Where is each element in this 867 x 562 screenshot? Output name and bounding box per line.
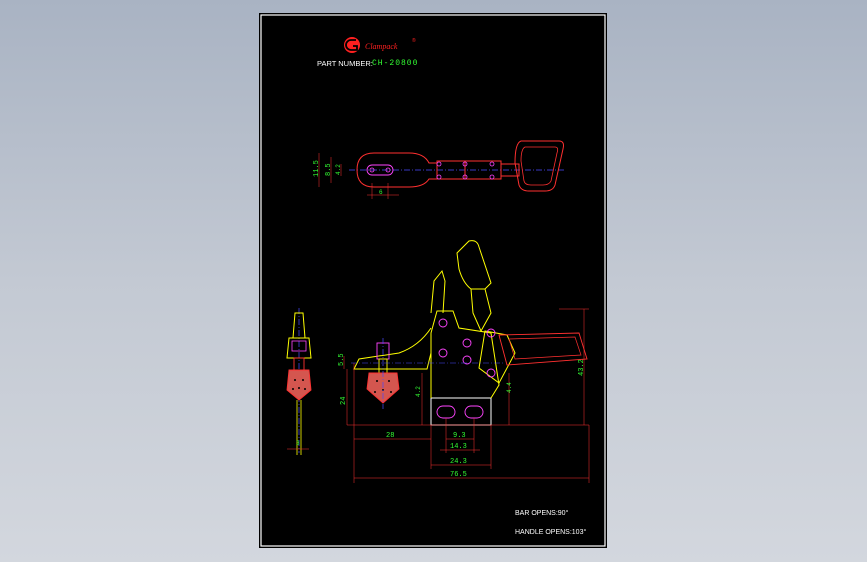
logo-brand-text: Clampack [365,42,398,51]
dim-28: 28 [386,432,394,440]
front-view: 5.5 24 4.2 4.4 43.2 28 9.3 14.3 24.3 76.… [338,240,590,483]
dim-top-slot: 4.2 [335,164,342,175]
dim-14-3: 14.3 [450,443,467,451]
part-number-value: CH-20800 [372,59,418,68]
top-view: 11.5 8.5 4.2 6 [313,140,564,199]
technical-drawing: Clampack ® PART NUMBER: CH-20800 11.5 8.… [260,14,606,547]
dim-top-eye: 8.5 [325,163,333,176]
sheet-frame [260,14,606,547]
dim-total-height: 43.2 [578,359,586,376]
clampack-logo: Clampack ® [344,37,416,53]
dim-base-hole: 4.4 [506,382,513,393]
dim-top-width: 6 [379,189,383,196]
dim-total-length: 76.5 [450,471,467,479]
dim-spindle-height: 24 [340,397,348,405]
logo-reg-mark: ® [412,37,416,44]
note-bar-opens: BAR OPENS:90° [515,509,569,517]
dim-9-3: 9.3 [453,432,466,440]
dim-left-height: 5.5 [338,353,346,366]
dim-side-width: 3 [296,440,300,447]
side-view: 3 [286,308,312,455]
part-number-label: PART NUMBER: [317,59,373,68]
dim-spindle-offset: 4.2 [415,386,422,397]
dim-24-3: 24.3 [450,458,467,466]
dim-top-height: 11.5 [313,160,321,177]
note-handle-opens: HANDLE OPENS:103° [515,528,586,536]
drawing-sheet: Clampack ® PART NUMBER: CH-20800 11.5 8.… [259,13,607,548]
